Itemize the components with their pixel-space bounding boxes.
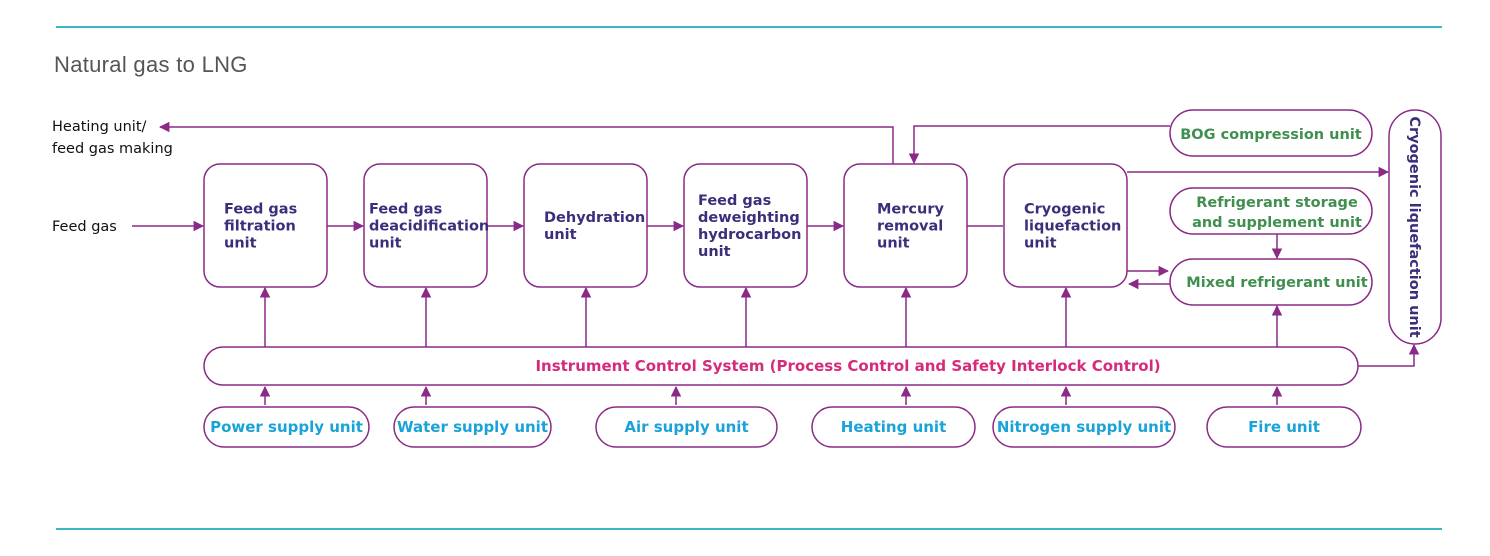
process-unit-label: deacidification [369, 219, 489, 235]
process-unit-cryogenic [1003, 163, 1128, 288]
heating-unit-arrow [158, 121, 894, 164]
process-unit-filtration [203, 163, 328, 288]
process-unit-label: liquefaction [1024, 219, 1121, 235]
process-unit-label: unit [224, 236, 257, 252]
utility-unit-air [595, 406, 778, 448]
utility-unit-label: Power supply unit [210, 418, 363, 436]
utility-unit-label: Fire unit [1248, 418, 1320, 436]
ics-to-capsule-arrow [1358, 343, 1420, 367]
refrigerant-storage-label: Refrigerant storage [1196, 195, 1358, 211]
bottom-divider [56, 528, 1442, 530]
process-unit-label: unit [698, 244, 731, 260]
process-unit-deacidification [363, 163, 488, 288]
top-divider [56, 26, 1442, 28]
process-unit-label: Feed gas [698, 193, 771, 209]
refrigerant-storage-label: and supplement unit [1192, 215, 1362, 231]
process-unit-label: unit [544, 227, 577, 243]
process-unit-label: Dehydration [544, 210, 645, 226]
heating-feed-gas-label: Heating unit/ [52, 119, 147, 135]
process-unit-label: Cryogenic [1024, 202, 1105, 218]
mixed-refrigerant-unit [1169, 258, 1373, 306]
utility-unit-label: Water supply unit [397, 418, 548, 436]
heating-feed-gas-label: feed gas making [52, 141, 173, 157]
utility-unit-label: Nitrogen supply unit [997, 418, 1171, 436]
utility-unit-nitrogen [992, 406, 1176, 448]
process-unit-label: Mercury [877, 202, 944, 218]
feed-gas-label: Feed gas [52, 219, 117, 235]
process-unit-label: Feed gas [369, 202, 442, 218]
utility-unit-heating [811, 406, 976, 448]
process-unit-label: Feed gas [224, 202, 297, 218]
process-unit-label: removal [877, 219, 943, 235]
bog-return-arrow [908, 125, 1170, 165]
utility-unit-power [203, 406, 370, 448]
bog-compression-label: BOG compression unit [1180, 127, 1362, 143]
process-unit-deweighting [683, 163, 808, 288]
mixed-refrigerant-label: Mixed refrigerant unit [1186, 275, 1367, 291]
process-unit-label: deweighting [698, 210, 800, 226]
bog-compression-unit [1169, 109, 1373, 157]
control-system-label: Instrument Control System (Process Contr… [535, 357, 1160, 375]
utility-unit-label: Heating unit [841, 418, 946, 436]
flow-connectors [132, 121, 1420, 405]
instrument-control-system [203, 346, 1359, 386]
process-unit-label: unit [877, 236, 910, 252]
process-unit-label: unit [369, 236, 402, 252]
utility-unit-water [393, 406, 552, 448]
page-title: Natural gas to LNG [54, 52, 248, 77]
refrigerant-storage-unit [1169, 187, 1373, 235]
process-unit-dehydration [523, 163, 648, 288]
process-unit-label: hydrocarbon [698, 227, 801, 243]
cryogenic-liquefaction-capsule [1388, 109, 1442, 345]
utility-unit-label: Air supply unit [624, 418, 748, 436]
utility-unit-fire [1206, 406, 1362, 448]
process-unit-label: filtration [224, 219, 296, 235]
cryogenic-liquefaction-label: Cryogenic liquefaction unit [1406, 116, 1422, 337]
process-unit-label: unit [1024, 236, 1057, 252]
process-unit-mercury [843, 163, 968, 288]
